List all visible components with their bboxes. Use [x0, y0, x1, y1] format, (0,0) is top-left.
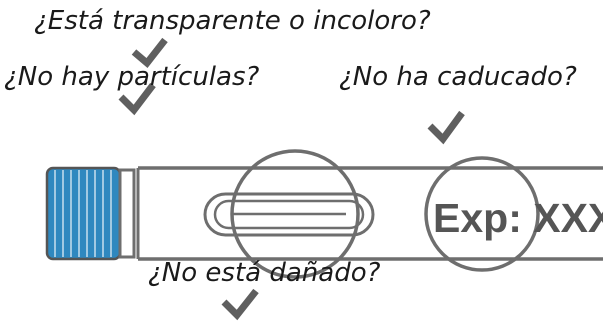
expiry-magnifier-circle [424, 156, 540, 272]
window-magnifier-circle [230, 149, 360, 279]
inspection-window [203, 192, 375, 237]
check-icon [118, 82, 156, 116]
check-icon [221, 288, 259, 321]
pen-neck [118, 168, 140, 259]
expiry-label: Exp: XXXXX [433, 195, 603, 241]
check-icon [131, 37, 168, 69]
pen-body [138, 166, 603, 261]
blue-cap [45, 166, 122, 261]
question-clear-colorless: ¿Está transparente o incoloro? [34, 6, 431, 36]
question-not-expired: ¿No ha caducado? [339, 62, 577, 92]
question-not-damaged: ¿No está dañado? [148, 258, 381, 288]
question-no-particles: ¿No hay partículas? [4, 62, 260, 92]
check-icon [427, 110, 465, 145]
check-icons [118, 37, 465, 321]
